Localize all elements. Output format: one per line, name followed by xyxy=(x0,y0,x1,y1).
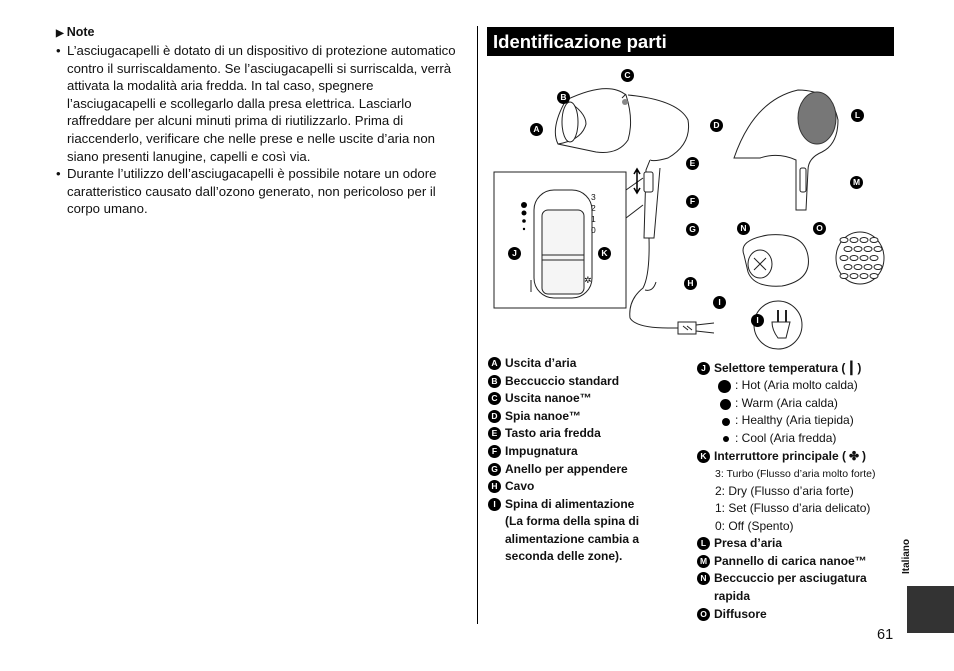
marker-g: G xyxy=(686,223,699,236)
page-number: 61 xyxy=(877,627,894,643)
temp-cool: : Cool (Aria fredda) xyxy=(735,431,837,445)
part-i-note: alimentazione cambia a xyxy=(505,532,640,546)
marker-k: K xyxy=(598,247,611,260)
speed-2: 2: Dry (Flusso d’aria forte) xyxy=(715,484,854,498)
marker-b: B xyxy=(557,91,570,104)
thermometer-icon: ┃ xyxy=(847,361,855,375)
language-label: Italiano xyxy=(901,538,913,575)
plug-inset xyxy=(753,300,803,350)
marker-i: I xyxy=(713,296,726,309)
diffuser xyxy=(835,231,885,285)
column-divider xyxy=(477,26,478,624)
marker-h: H xyxy=(684,277,697,290)
marker-l: L xyxy=(851,109,864,122)
marker-d: D xyxy=(710,119,723,132)
notes-heading: ▶Note xyxy=(56,25,95,39)
language-tab xyxy=(907,586,954,633)
part-i-note: (La forma della spina di xyxy=(505,514,640,528)
note-item: • Durante l’utilizzo dell’asciugacapelli… xyxy=(56,166,437,217)
quick-dry-nozzle xyxy=(742,234,809,287)
part-n-cont: rapida xyxy=(714,589,751,603)
temp-cool-dot xyxy=(723,436,729,442)
part-i-note: seconda delle zone). xyxy=(505,549,623,563)
section-header: Identificazione parti xyxy=(487,27,894,56)
dryer-rear-view xyxy=(733,89,839,211)
hair-dryer-diagram: ✲ xyxy=(493,88,885,350)
temp-hot: : Hot (Aria molto calda) xyxy=(735,378,858,392)
speed-0: 0: Off (Spento) xyxy=(715,519,794,533)
temp-healthy: : Healthy (Aria tiepida) xyxy=(735,413,854,427)
temp-warm: : Warm (Aria calda) xyxy=(735,396,838,410)
note-item: • L’asciugacapelli è dotato di un dispos… xyxy=(56,43,456,164)
marker-i-inset: I xyxy=(751,314,764,327)
svg-text:✲: ✲ xyxy=(584,276,592,286)
section-title: Identificazione parti xyxy=(493,31,667,52)
fan-icon: ✤ xyxy=(849,449,860,463)
marker-n: N xyxy=(737,222,750,235)
speed-1: 1: Set (Flusso d’aria delicato) xyxy=(715,501,871,515)
temp-healthy-dot xyxy=(722,418,730,426)
marker-f: F xyxy=(686,195,699,208)
speed-3: 3: Turbo (Flusso d’aria molto forte) xyxy=(715,468,876,480)
dryer-side-view xyxy=(554,88,715,335)
speed-scale: 3 2 1 0 xyxy=(591,192,596,235)
switch-inset: ✲ xyxy=(493,171,644,309)
marker-m: M xyxy=(850,176,863,189)
marker-o: O xyxy=(813,222,826,235)
temp-hot-dot xyxy=(718,380,731,393)
temp-warm-dot xyxy=(720,399,731,410)
marker-c: C xyxy=(621,69,634,82)
marker-j: J xyxy=(508,247,521,260)
marker-a: A xyxy=(530,123,543,136)
marker-e: E xyxy=(686,157,699,170)
